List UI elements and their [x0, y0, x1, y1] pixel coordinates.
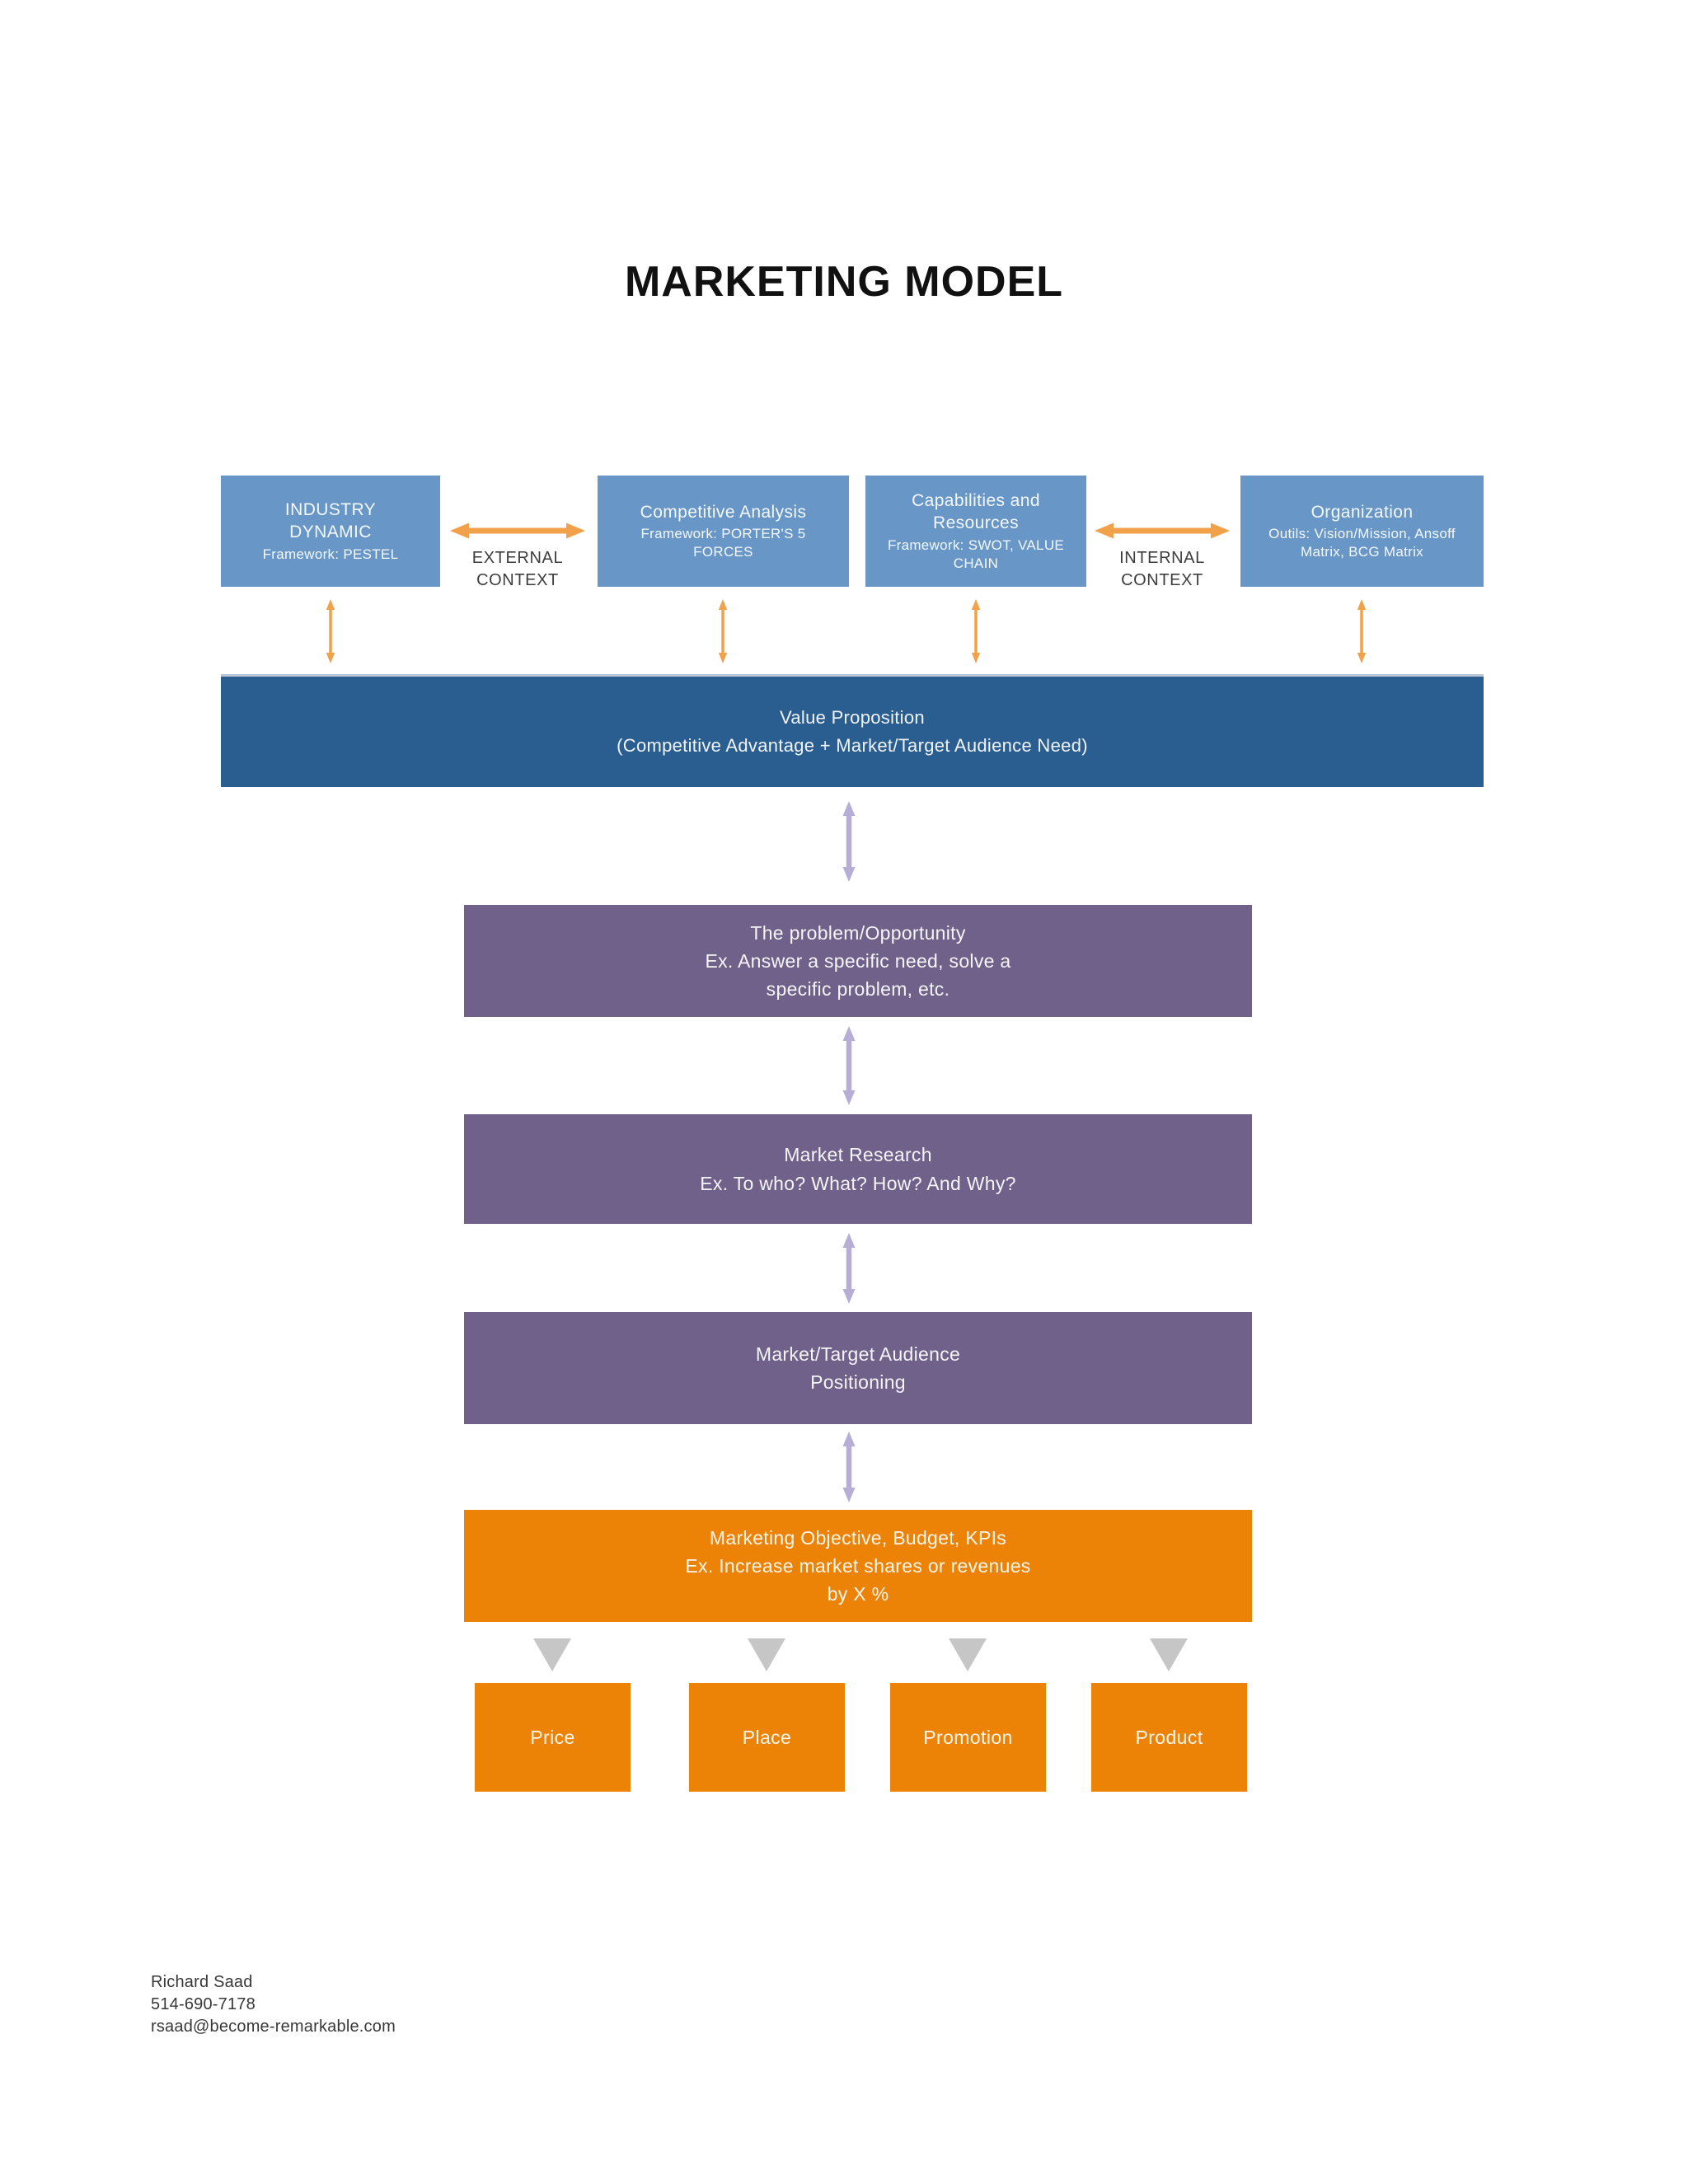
value-proposition-bar: Value Proposition (Competitive Advantage…	[221, 674, 1484, 787]
box-problem-opportunity-title: The problem/Opportunity	[750, 921, 966, 944]
box-organization: Organization Outils: Vision/Mission, Ans…	[1240, 476, 1484, 587]
box-market-research-subtitle: Ex. To who? What? How? And Why?	[700, 1172, 1016, 1194]
flow-double-arrow-icon	[842, 1233, 856, 1304]
box-problem-opportunity: The problem/Opportunity Ex. Answer a spe…	[464, 905, 1252, 1017]
box-competitive-analysis-title: Competitive Analysis	[640, 502, 807, 522]
box-market-target-positioning-title: Market/Target Audience Positioning	[755, 1343, 961, 1393]
contact-info: Richard Saad 514-690-7178 rsaad@become-r…	[151, 1971, 396, 2038]
mix-box-price-label: Price	[530, 1726, 575, 1748]
contact-email: rsaad@become-remarkable.com	[151, 2018, 396, 2036]
mix-box-promotion: Promotion	[890, 1683, 1046, 1792]
connector-double-arrow-icon	[971, 599, 981, 663]
box-marketing-objective-subtitle: Ex. Increase market shares or revenues b…	[685, 1554, 1031, 1605]
box-capabilities-resources-subtitle: Framework: SWOT, VALUE CHAIN	[887, 537, 1065, 571]
page-title: MARKETING MODEL	[624, 258, 1064, 306]
box-market-research-title: Market Research	[784, 1144, 932, 1166]
box-organization-subtitle: Outils: Vision/Mission, Ansoff Matrix, B…	[1268, 526, 1456, 560]
internal-context-label: INTERNAL CONTEXT	[1119, 549, 1205, 589]
box-industry-dynamic-subtitle: Framework: PESTEL	[262, 546, 399, 562]
mix-box-price: Price	[475, 1683, 631, 1792]
box-marketing-objective-title: Marketing Objective, Budget, KPIs	[709, 1526, 1007, 1549]
contact-phone: 514-690-7178	[151, 1995, 256, 2013]
internal-context-double-arrow-icon	[1095, 523, 1230, 539]
box-market-target-positioning: Market/Target Audience Positioning	[464, 1312, 1252, 1424]
box-market-research: Market Research Ex. To who? What? How? A…	[464, 1114, 1252, 1224]
external-context-double-arrow-icon	[450, 523, 585, 539]
value-proposition-subtitle: (Competitive Advantage + Market/Target A…	[617, 735, 1088, 756]
mix-box-place: Place	[689, 1683, 845, 1792]
connector-double-arrow-icon	[718, 599, 728, 663]
box-industry-dynamic-title: INDUSTRY DYNAMIC	[284, 500, 377, 542]
connector-double-arrow-icon	[1357, 599, 1367, 663]
external-context-label: EXTERNAL CONTEXT	[471, 549, 564, 589]
box-organization-title: Organization	[1311, 502, 1414, 522]
flow-double-arrow-icon	[842, 1432, 856, 1502]
box-capabilities-resources-title: Capabilities and Resources	[912, 491, 1040, 533]
triangle-down-icon	[748, 1638, 785, 1671]
flow-double-arrow-icon	[842, 801, 856, 882]
mix-box-promotion-label: Promotion	[923, 1726, 1013, 1748]
mix-box-place-label: Place	[742, 1726, 792, 1748]
triangle-down-icon	[949, 1638, 987, 1671]
box-problem-opportunity-subtitle: Ex. Answer a specific need, solve a spec…	[705, 949, 1011, 1001]
box-competitive-analysis-subtitle: Framework: PORTER'S 5 FORCES	[640, 526, 806, 560]
flow-double-arrow-icon	[842, 1026, 856, 1105]
mix-box-product: Product	[1091, 1683, 1247, 1792]
mix-box-product-label: Product	[1135, 1726, 1203, 1748]
box-industry-dynamic: INDUSTRY DYNAMIC Framework: PESTEL	[221, 476, 440, 587]
triangle-down-icon	[1150, 1638, 1188, 1671]
box-competitive-analysis: Competitive Analysis Framework: PORTER'S…	[598, 476, 849, 587]
value-proposition-title: Value Proposition	[780, 706, 925, 728]
box-marketing-objective: Marketing Objective, Budget, KPIs Ex. In…	[464, 1510, 1252, 1622]
triangle-down-icon	[533, 1638, 571, 1671]
connector-double-arrow-icon	[326, 599, 335, 663]
box-capabilities-resources: Capabilities and Resources Framework: SW…	[865, 476, 1086, 587]
contact-name: Richard Saad	[151, 1973, 253, 1991]
